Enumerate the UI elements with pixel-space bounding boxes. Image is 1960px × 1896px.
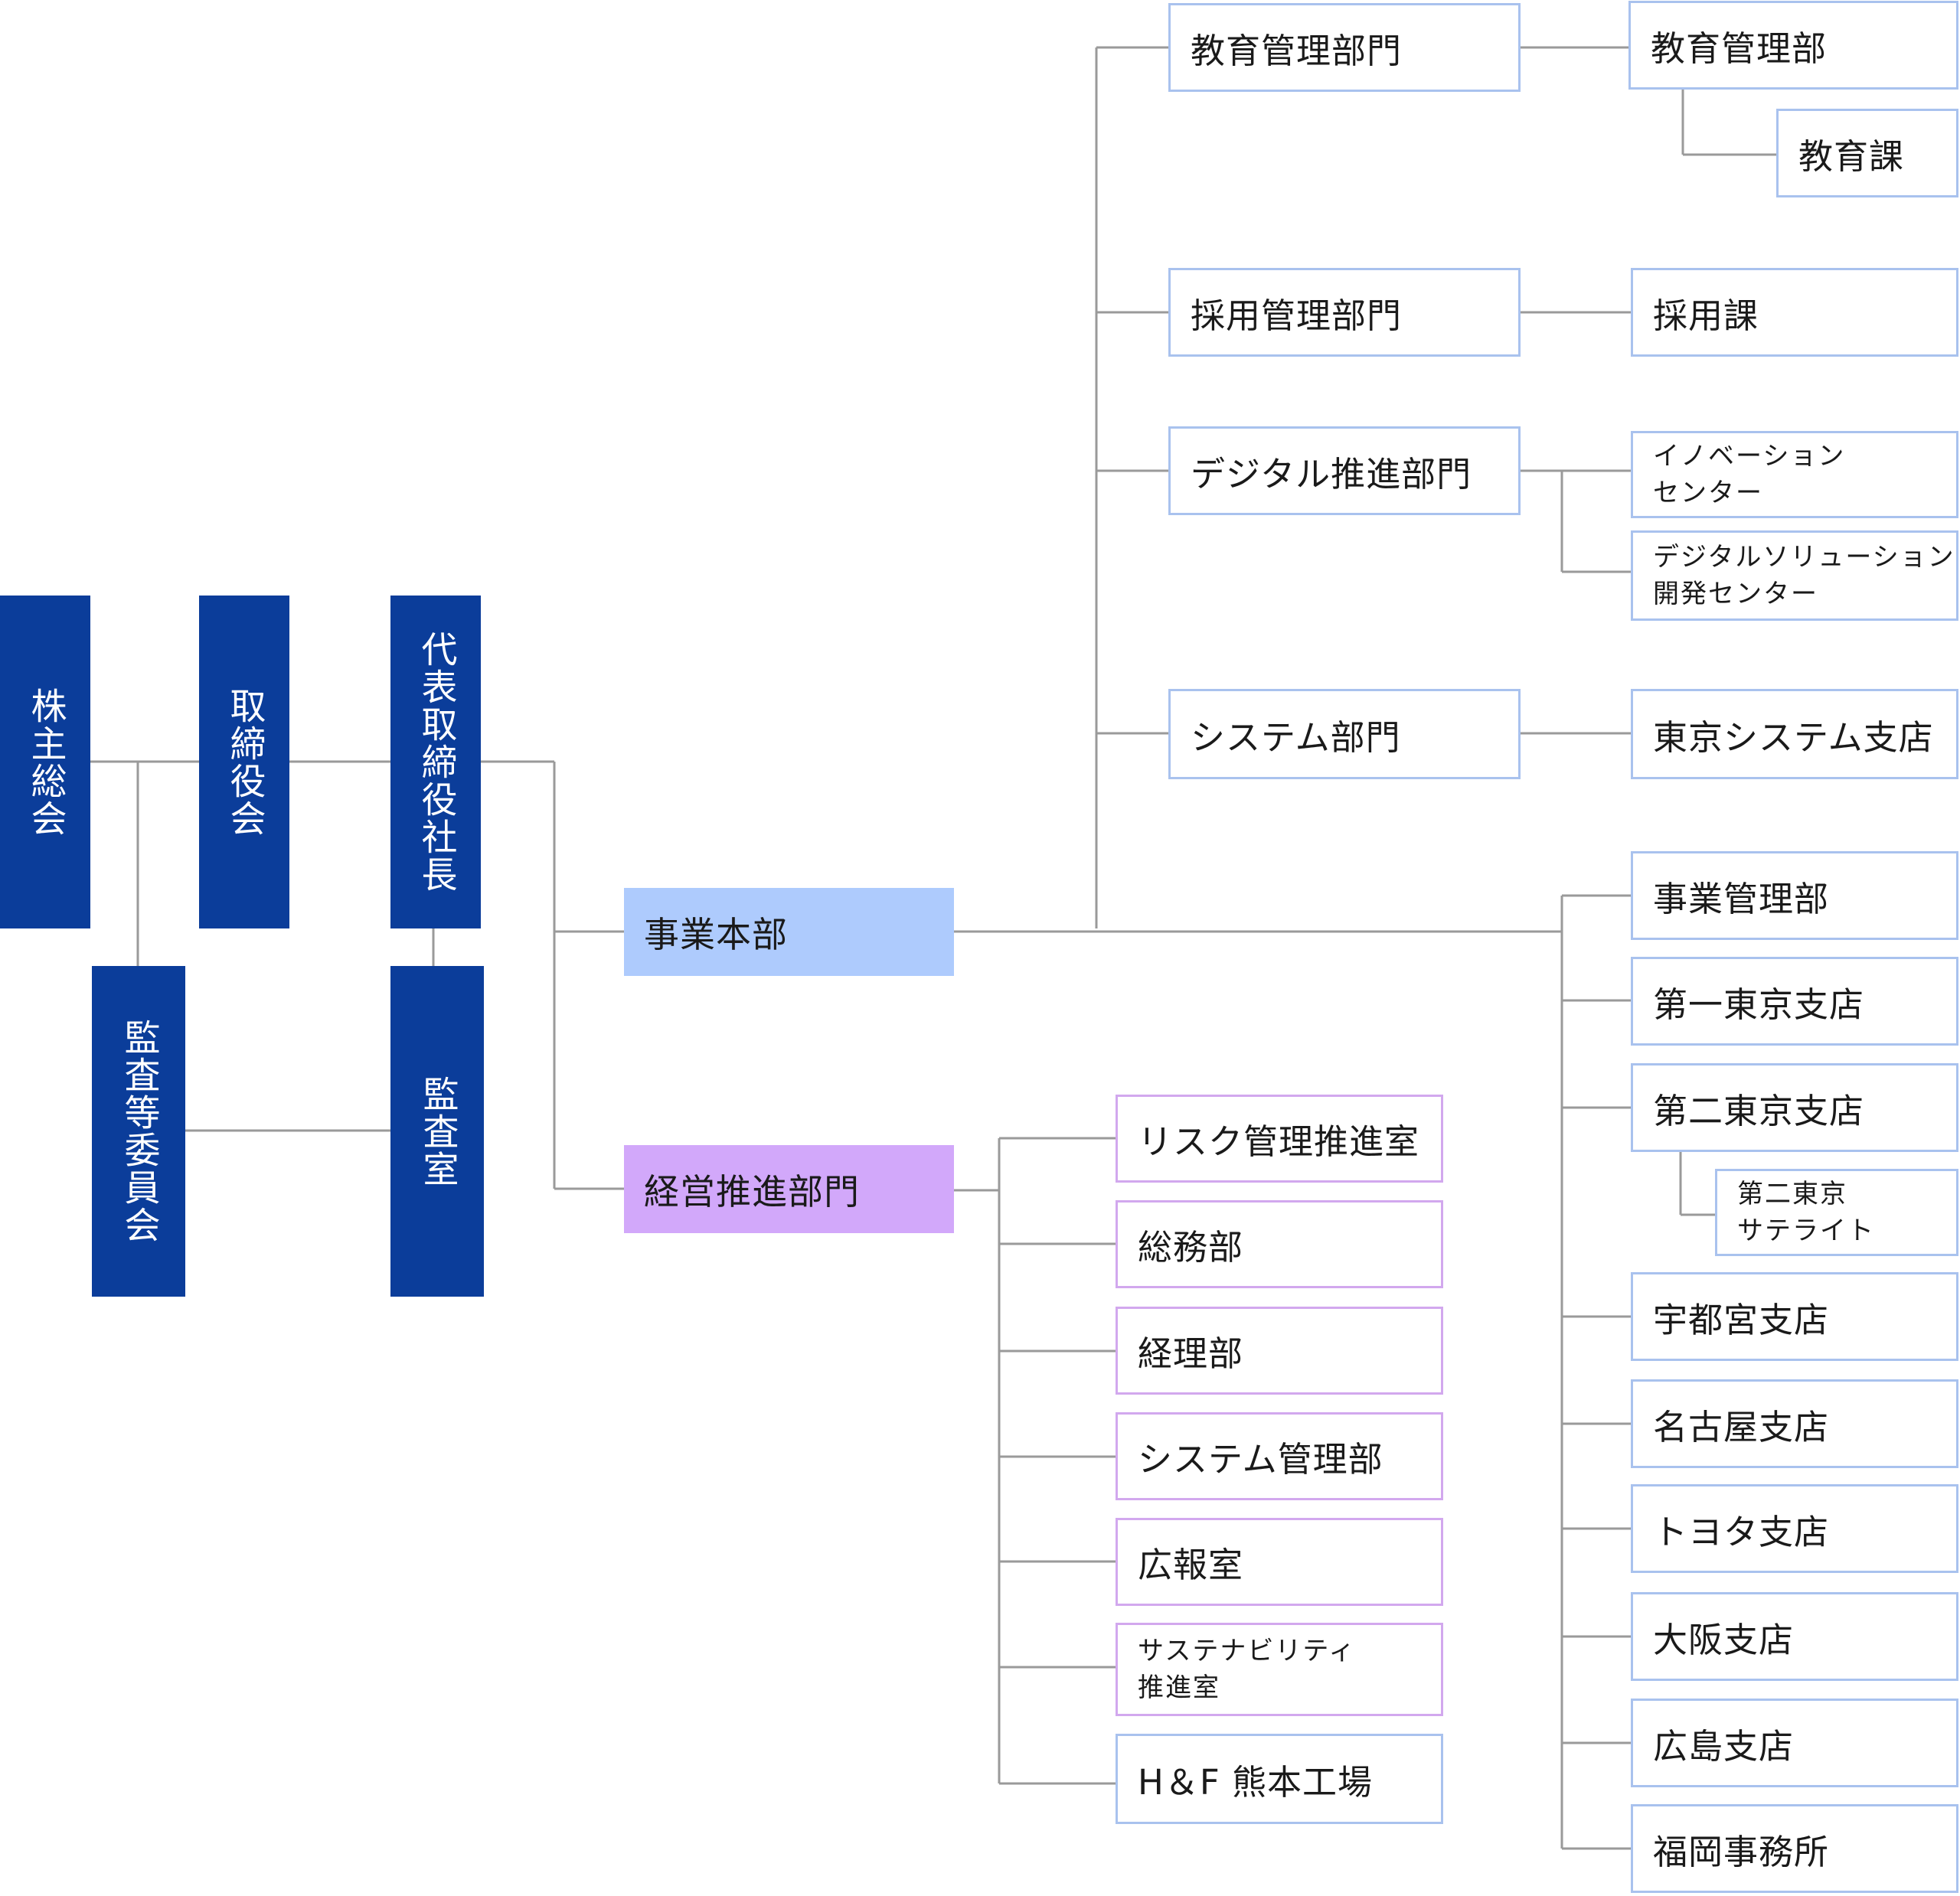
- osaka-branch: 大阪支店: [1631, 1592, 1958, 1681]
- utsunomiya-branch-label: 宇都宮支店: [1653, 1299, 1830, 1340]
- shareholders-meeting: 株主総会: [0, 596, 90, 928]
- business-hq: 事業本部: [624, 888, 954, 976]
- hiroshima-branch-label: 広島支店: [1653, 1725, 1795, 1767]
- education-division: 教育管理部門: [1168, 3, 1521, 92]
- education-section-label: 教育課: [1798, 135, 1905, 177]
- kumamoto-factory-label: H＆F 熊本工場: [1138, 1761, 1374, 1803]
- management-division: 経営推進部門: [624, 1145, 954, 1233]
- tokyo2-satellite: 第二東京 サテライト: [1715, 1169, 1958, 1256]
- business-mgmt-dept: 事業管理部: [1631, 851, 1958, 940]
- business-hq-label: 事業本部: [644, 913, 788, 955]
- system-mgmt-dept-label: システム管理部: [1138, 1439, 1383, 1480]
- fukuoka-office-label: 福岡事務所: [1653, 1831, 1830, 1872]
- audit-office: 監査室: [390, 966, 484, 1297]
- sustainability-office: サステナビリティ 推進室: [1116, 1623, 1443, 1716]
- risk-mgmt-office: リスク管理推進室: [1116, 1095, 1443, 1183]
- board-of-directors: 取締役会: [199, 596, 289, 928]
- system-mgmt-dept: システム管理部: [1116, 1412, 1443, 1500]
- digital-solution-center: デジタルソリューション 開発センター: [1631, 530, 1958, 621]
- system-division-label: システム部門: [1191, 716, 1401, 758]
- sustainability-office-label: サステナビリティ 推進室: [1138, 1636, 1357, 1703]
- risk-mgmt-office-label: リスク管理推進室: [1138, 1121, 1420, 1162]
- education-dept-label: 教育管理部: [1651, 28, 1828, 69]
- innovation-center-label: イノベーション センター: [1653, 441, 1846, 508]
- utsunomiya-branch: 宇都宮支店: [1631, 1272, 1958, 1361]
- shareholders-meeting-label: 株主総会: [24, 687, 67, 837]
- general-affairs-dept-label: 総務部: [1138, 1227, 1244, 1268]
- general-affairs-dept: 総務部: [1116, 1200, 1443, 1288]
- tokyo-system-branch: 東京システム支店: [1631, 689, 1958, 779]
- osaka-branch-label: 大阪支店: [1653, 1619, 1795, 1660]
- education-dept: 教育管理部: [1628, 1, 1958, 90]
- recruiting-division-label: 採用管理部門: [1191, 295, 1403, 336]
- management-division-label: 経営推進部門: [644, 1170, 860, 1212]
- fukuoka-office: 福岡事務所: [1631, 1804, 1958, 1893]
- tokyo1-branch-label: 第一東京支店: [1653, 984, 1865, 1025]
- audit-committee: 監査等委員会: [92, 966, 185, 1297]
- recruiting-section-label: 採用課: [1653, 295, 1759, 336]
- pr-office-label: 広報室: [1138, 1545, 1244, 1585]
- accounting-dept: 経理部: [1116, 1307, 1443, 1395]
- tokyo2-branch-label: 第二東京支店: [1653, 1090, 1865, 1131]
- pr-office: 広報室: [1116, 1518, 1443, 1606]
- president-label: 代表取締役社長: [414, 631, 457, 893]
- digital-division-label: デジタル推進部門: [1191, 453, 1472, 494]
- board-of-directors-label: 取締役会: [223, 687, 266, 837]
- recruiting-section: 採用課: [1631, 268, 1958, 357]
- recruiting-division: 採用管理部門: [1168, 268, 1521, 357]
- digital-division: デジタル推進部門: [1168, 426, 1521, 515]
- education-section: 教育課: [1776, 109, 1958, 197]
- hiroshima-branch: 広島支店: [1631, 1699, 1958, 1787]
- business-mgmt-dept-label: 事業管理部: [1653, 878, 1830, 919]
- toyota-branch: トヨタ支店: [1631, 1484, 1958, 1573]
- accounting-dept-label: 経理部: [1138, 1333, 1244, 1374]
- tokyo2-branch: 第二東京支店: [1631, 1063, 1958, 1152]
- audit-office-label: 監査室: [416, 1075, 459, 1188]
- innovation-center: イノベーション センター: [1631, 431, 1958, 518]
- president: 代表取締役社長: [390, 596, 481, 928]
- kumamoto-factory: H＆F 熊本工場: [1116, 1734, 1443, 1824]
- tokyo2-satellite-label: 第二東京 サテライト: [1737, 1179, 1875, 1246]
- tokyo1-branch: 第一東京支店: [1631, 957, 1958, 1046]
- nagoya-branch: 名古屋支店: [1631, 1379, 1958, 1468]
- toyota-branch-label: トヨタ支店: [1653, 1511, 1830, 1552]
- nagoya-branch-label: 名古屋支店: [1653, 1406, 1830, 1447]
- audit-committee-label: 監査等委員会: [117, 1019, 160, 1244]
- tokyo-system-branch-label: 東京システム支店: [1653, 716, 1934, 758]
- education-division-label: 教育管理部門: [1191, 30, 1403, 71]
- digital-solution-center-label: デジタルソリューション 開発センター: [1653, 542, 1955, 609]
- system-division: システム部門: [1168, 689, 1521, 779]
